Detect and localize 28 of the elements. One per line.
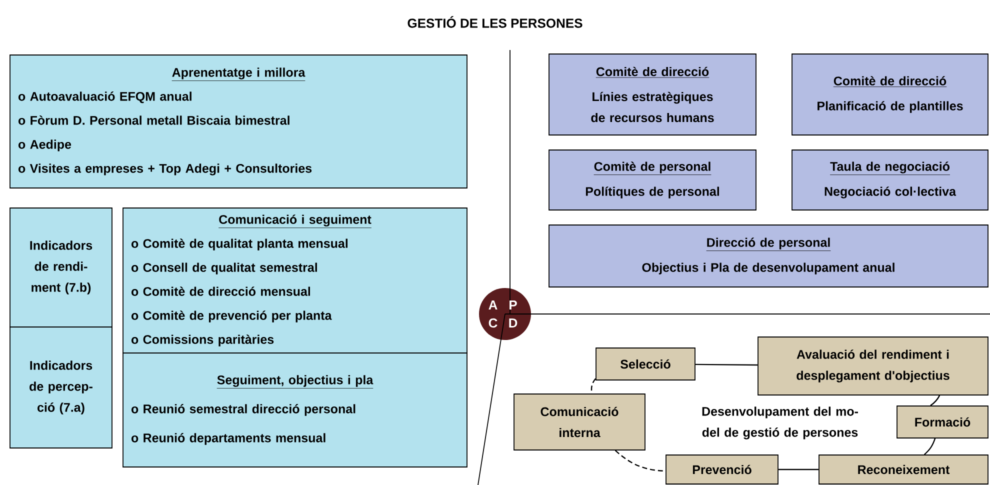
committee-box: Comitè de direcció Planificació de plantilles (792, 54, 988, 136)
center-label: Desenvolupament del mo- del de gestió de persones (702, 406, 858, 440)
pdca-letter: C (488, 318, 498, 328)
connector (778, 468, 819, 470)
process-box: Comunicació interna (514, 394, 646, 450)
info-box: Indicadors de percep- ció (7.a) (10, 326, 112, 448)
connector (924, 438, 936, 455)
process-box: Avaluació del rendiment i desplegament d'objectius (758, 336, 988, 396)
connector (695, 364, 758, 366)
connector (930, 395, 940, 406)
pdca-letter: P (510, 300, 517, 310)
pdca-circle (479, 288, 531, 340)
process-box: Reconeixement (818, 454, 988, 484)
pdca-letter: D (509, 318, 518, 328)
committee-box: Taula de negociació Negociació col·lectiva (792, 150, 988, 210)
info-box: Aprenentatge i millora o Autoavaluació EFQM anual o Fòrum D. Personal metall Biscaia bimestral o Aedipe o Visites a empreses + Top Adegi + Consultories (10, 54, 468, 188)
info-box: Seguiment, objectius i pla o Reunió semestral direcció personal o Reunió departaments mensual (122, 352, 468, 468)
pdca-letter: A (488, 300, 498, 310)
committee-box: Comitè de direcció Línies estratègiques de recursos humans (548, 54, 756, 136)
info-box: Indicadors de rendi- ment (7.b) (10, 208, 112, 328)
title: GESTIÓ DE LES PERSONES (408, 16, 582, 28)
process-box: Prevenció (666, 454, 778, 484)
connector (614, 450, 666, 472)
process-box: Formació (896, 406, 988, 438)
committee-box: Comitè de personal Polítiques de personal (548, 150, 756, 210)
info-box: Comunicació i seguiment o Comitè de qualitat planta mensual o Consell de qualitat semestral o Comitè de direcció mensual o Comitè de prevenció per planta o Comissions paritàries (122, 208, 468, 354)
process-box: Selecció (596, 348, 696, 380)
committee-box: Direcció de personal Objectius i Pla de desenvolupament anual (548, 224, 988, 288)
